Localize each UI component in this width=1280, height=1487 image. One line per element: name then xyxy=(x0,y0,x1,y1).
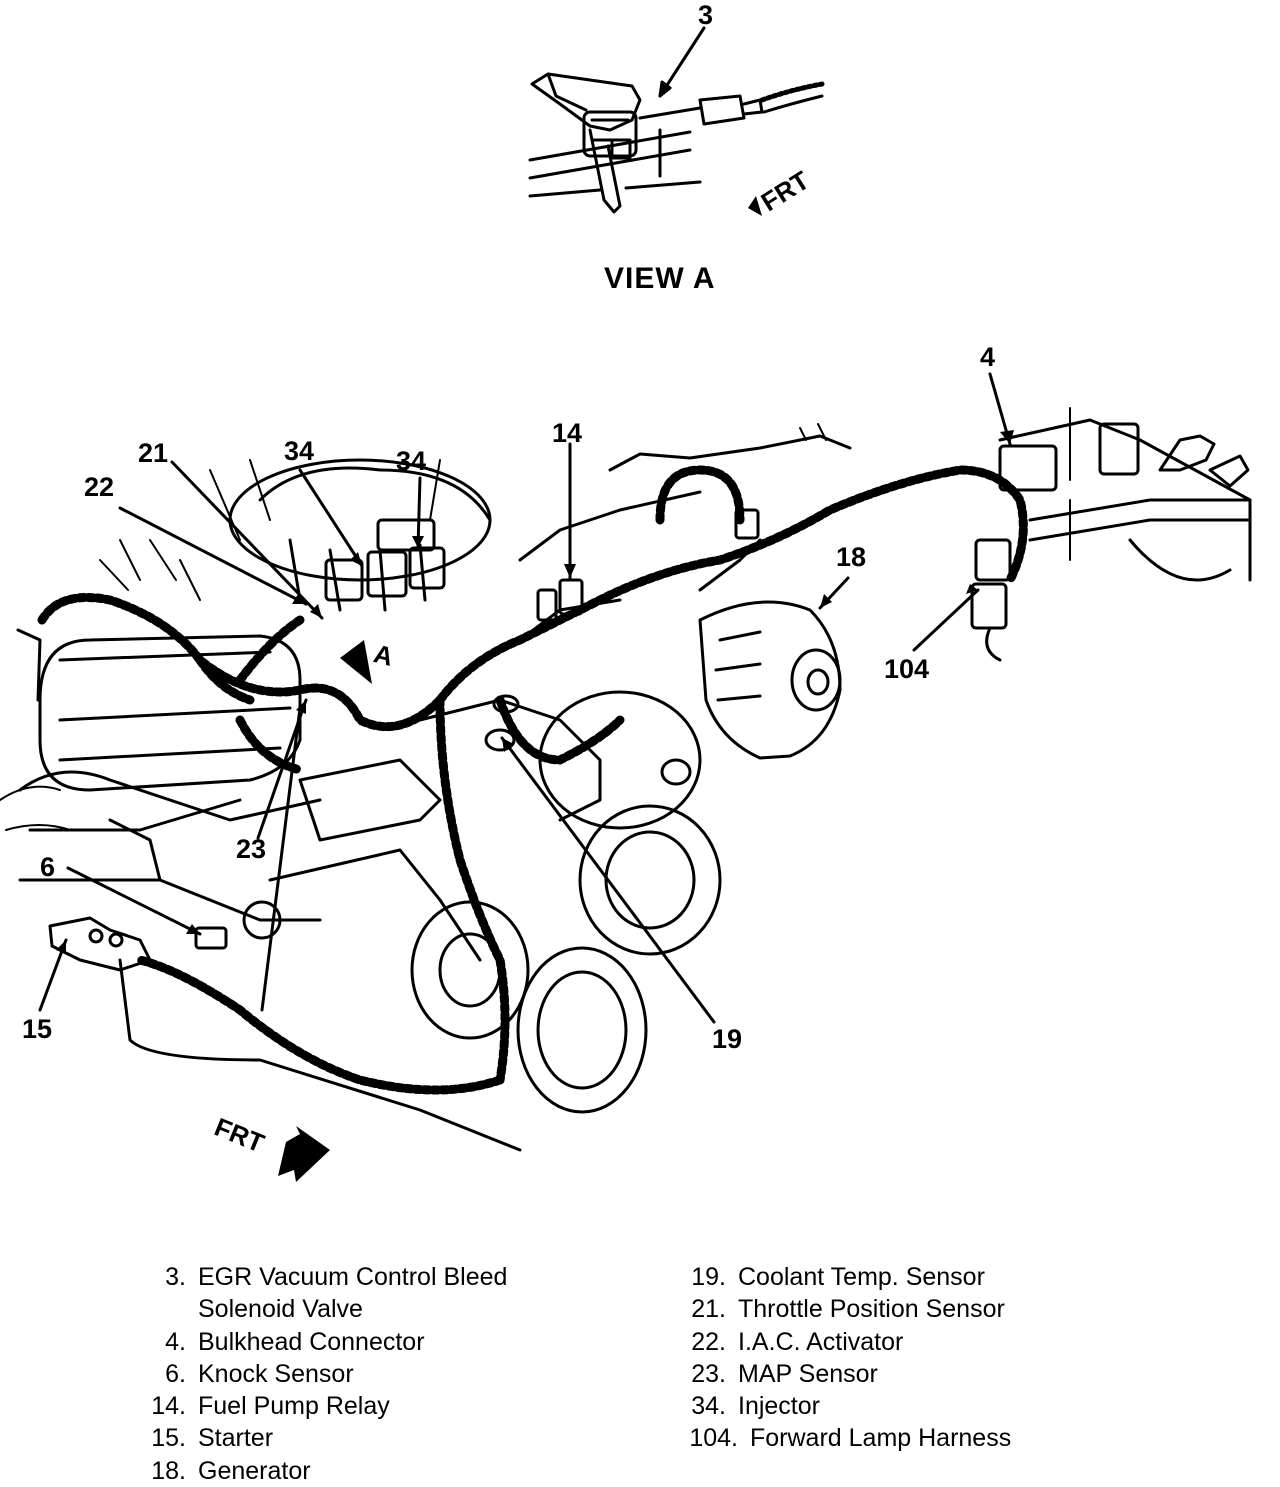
callout-15: 15 xyxy=(22,1014,53,1044)
legend-label: EGR Vacuum Control Bleed xyxy=(198,1263,508,1291)
leader-lines xyxy=(38,372,1012,1024)
legend-label: Throttle Position Sensor xyxy=(738,1295,1005,1324)
callout-3: 3 xyxy=(698,0,714,30)
harness-outline xyxy=(99,459,441,601)
callout-19: 19 xyxy=(712,1024,743,1054)
legend-item: 21. Throttle Position Sensor xyxy=(686,1293,1011,1325)
leader-19 xyxy=(500,736,716,1024)
legend-number: 14. xyxy=(151,1392,186,1421)
legend-number: 23. xyxy=(691,1359,726,1388)
callout-18: 18 xyxy=(836,542,867,572)
callout-34-left: 34 xyxy=(284,436,315,466)
view-a-title: VIEW A xyxy=(604,262,716,295)
callout-104: 104 xyxy=(884,654,930,684)
arrowhead-3 xyxy=(658,80,672,98)
legend-number: 19. xyxy=(691,1263,726,1291)
legend-label: Fuel Pump Relay xyxy=(198,1392,390,1421)
callout-14: 14 xyxy=(552,418,583,448)
legend-item: 14. Fuel Pump Relay xyxy=(140,1390,507,1422)
frt-arrow-main xyxy=(278,1126,330,1182)
legend-label: I.A.C. Activator xyxy=(738,1327,904,1356)
frt-arrow-view-a xyxy=(748,196,762,216)
callout-22: 22 xyxy=(84,472,115,502)
callout-21: 21 xyxy=(138,438,169,468)
leader-104 xyxy=(912,588,980,652)
legend-left-column: 3. EGR Vacuum Control Bleed Solenoid Valv… xyxy=(140,1261,507,1487)
legend-number: 34. xyxy=(691,1392,726,1421)
legend-item: 22. I.A.C. Activator xyxy=(686,1326,1011,1358)
legend-item: 4. Bulkhead Connector xyxy=(140,1326,507,1358)
callout-34-right: 34 xyxy=(396,446,427,476)
legend-item: 18. Generator xyxy=(140,1455,507,1487)
legend-number: 15. xyxy=(151,1424,186,1453)
legend-item: 15. Starter xyxy=(140,1422,507,1454)
legend-label: Knock Sensor xyxy=(198,1359,354,1388)
legend-number: 104. xyxy=(689,1424,738,1453)
legend-label: Forward Lamp Harness xyxy=(750,1424,1012,1453)
legend-label: Coolant Temp. Sensor xyxy=(738,1263,985,1291)
callout-6: 6 xyxy=(40,852,56,882)
legend-right-column: 19. Coolant Temp. Sensor 21. Throttle Posi… xyxy=(686,1261,1011,1455)
legend-number: 18. xyxy=(151,1456,186,1485)
leader-22 xyxy=(118,506,308,606)
view-a-illustration xyxy=(528,72,825,214)
wiring-harness xyxy=(37,465,1028,1095)
legend-number: 21. xyxy=(691,1295,726,1324)
legend-number: 3. xyxy=(165,1263,186,1291)
legend-label: Generator xyxy=(198,1456,311,1485)
legend-number: 4. xyxy=(165,1327,186,1356)
legend-label: Injector xyxy=(738,1392,820,1421)
legend-label: Starter xyxy=(198,1424,274,1453)
callout-23: 23 xyxy=(236,834,267,864)
legend-item: 23. MAP Sensor xyxy=(686,1358,1011,1390)
legend-label: MAP Sensor xyxy=(738,1359,878,1388)
engine-illustration xyxy=(0,407,1252,1152)
leader-21 xyxy=(170,460,324,620)
leader-6 xyxy=(66,866,202,936)
legend-number: 6. xyxy=(165,1359,186,1388)
legend-number xyxy=(140,1293,186,1325)
leader-34a xyxy=(298,468,364,568)
legend-item: 6. Knock Sensor xyxy=(140,1358,507,1390)
view-a-marker-arrow xyxy=(340,640,372,684)
legend-item: 34. Injector xyxy=(686,1390,1011,1422)
leader-arrowheads xyxy=(56,430,1014,954)
legend-label: Solenoid Valve xyxy=(198,1295,363,1324)
legend-number: 22. xyxy=(691,1327,726,1356)
callout-4: 4 xyxy=(980,342,996,372)
legend-item: 19. Coolant Temp. Sensor xyxy=(686,1261,1011,1293)
legend-item: 104. Forward Lamp Harness xyxy=(686,1422,1011,1454)
legend-label: Bulkhead Connector xyxy=(198,1327,425,1356)
legend-item: 3. EGR Vacuum Control Bleed xyxy=(140,1261,507,1293)
legend-item: Solenoid Valve xyxy=(140,1293,507,1325)
leader-23b xyxy=(260,706,302,1012)
